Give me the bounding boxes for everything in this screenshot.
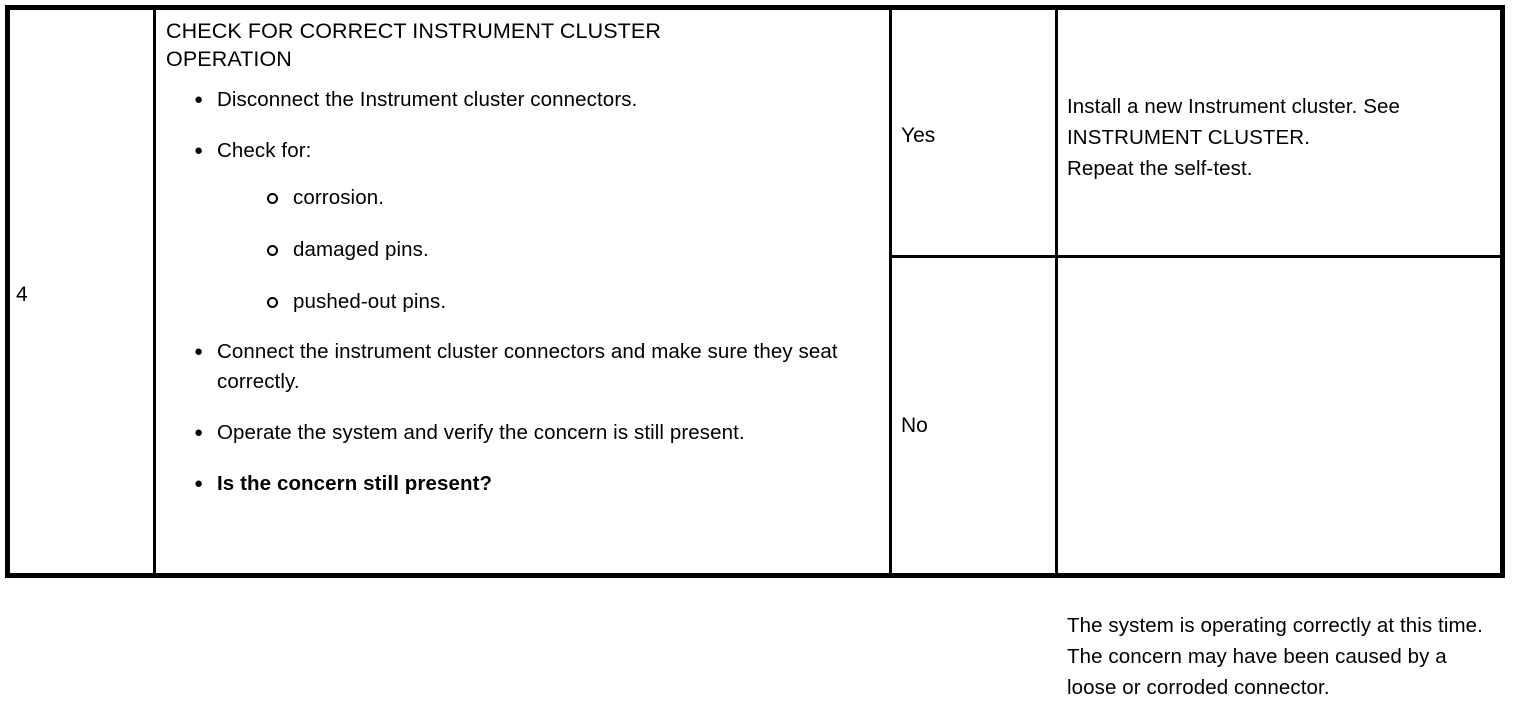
action-text-yes: Install a new Instrument cluster. See IN… <box>1067 95 1401 180</box>
hollow-bullet-icon <box>267 193 278 204</box>
list-item-text: damaged pins. <box>293 238 429 261</box>
hollow-bullet-icon <box>267 297 278 308</box>
filled-bullet-icon: ● <box>194 343 204 360</box>
list-item: corrosion. <box>217 184 857 212</box>
list-item: ● Connect the instrument cluster connect… <box>166 337 857 397</box>
result-cell-yes: Yes <box>892 10 1055 255</box>
step-number: 4 <box>16 283 28 306</box>
page-root: 4 CHECK FOR CORRECT INSTRUMENT CLUSTER O… <box>5 5 1505 699</box>
filled-bullet-icon: ● <box>194 91 204 108</box>
list-item-question: ● Is the concern still present? <box>166 469 857 499</box>
list-item-text: Connect the instrument cluster connector… <box>217 340 838 393</box>
action-cell-no: The system is operating correctly at thi… <box>1058 258 1500 699</box>
list-item-text: pushed-out pins. <box>293 290 447 313</box>
result-cell-no: No <box>892 258 1055 573</box>
diagnostic-step-table: 4 CHECK FOR CORRECT INSTRUMENT CLUSTER O… <box>5 5 1505 699</box>
list-item: pushed-out pins. <box>217 288 857 316</box>
list-item-text: Check for: <box>217 139 312 162</box>
row-divider-yes-no <box>889 255 1500 258</box>
list-item-text: Disconnect the Instrument cluster connec… <box>217 88 638 111</box>
step-number-cell: 4 <box>10 10 153 573</box>
procedure-cell: CHECK FOR CORRECT INSTRUMENT CLUSTER OPE… <box>156 10 889 573</box>
result-label-no: No <box>901 414 928 437</box>
list-item-text: Operate the system and verify the concer… <box>217 421 745 444</box>
action-text-no: The system is operating correctly at thi… <box>1067 614 1483 699</box>
list-item: ● Operate the system and verify the conc… <box>166 418 857 448</box>
action-cell-yes: Install a new Instrument cluster. See IN… <box>1058 10 1500 255</box>
filled-bullet-icon: ● <box>194 142 204 159</box>
procedure-sub-bullet-list: corrosion. damaged pins. pushed-out pins… <box>217 184 857 316</box>
procedure-title: CHECK FOR CORRECT INSTRUMENT CLUSTER OPE… <box>166 19 661 71</box>
result-label-yes: Yes <box>901 124 936 147</box>
list-item: damaged pins. <box>217 236 857 264</box>
column-divider-result <box>889 10 892 573</box>
filled-bullet-icon: ● <box>194 424 204 441</box>
list-item: ● Check for: corrosion. damaged pins. <box>166 136 857 316</box>
column-divider-action <box>1055 10 1058 573</box>
list-item-text: corrosion. <box>293 186 385 209</box>
procedure-bullet-list: ● Disconnect the Instrument cluster conn… <box>166 85 877 499</box>
column-divider-step <box>153 10 156 573</box>
list-item: ● Disconnect the Instrument cluster conn… <box>166 85 857 115</box>
list-item-text: Is the concern still present? <box>217 472 493 495</box>
hollow-bullet-icon <box>267 245 278 256</box>
filled-bullet-icon: ● <box>194 475 204 492</box>
